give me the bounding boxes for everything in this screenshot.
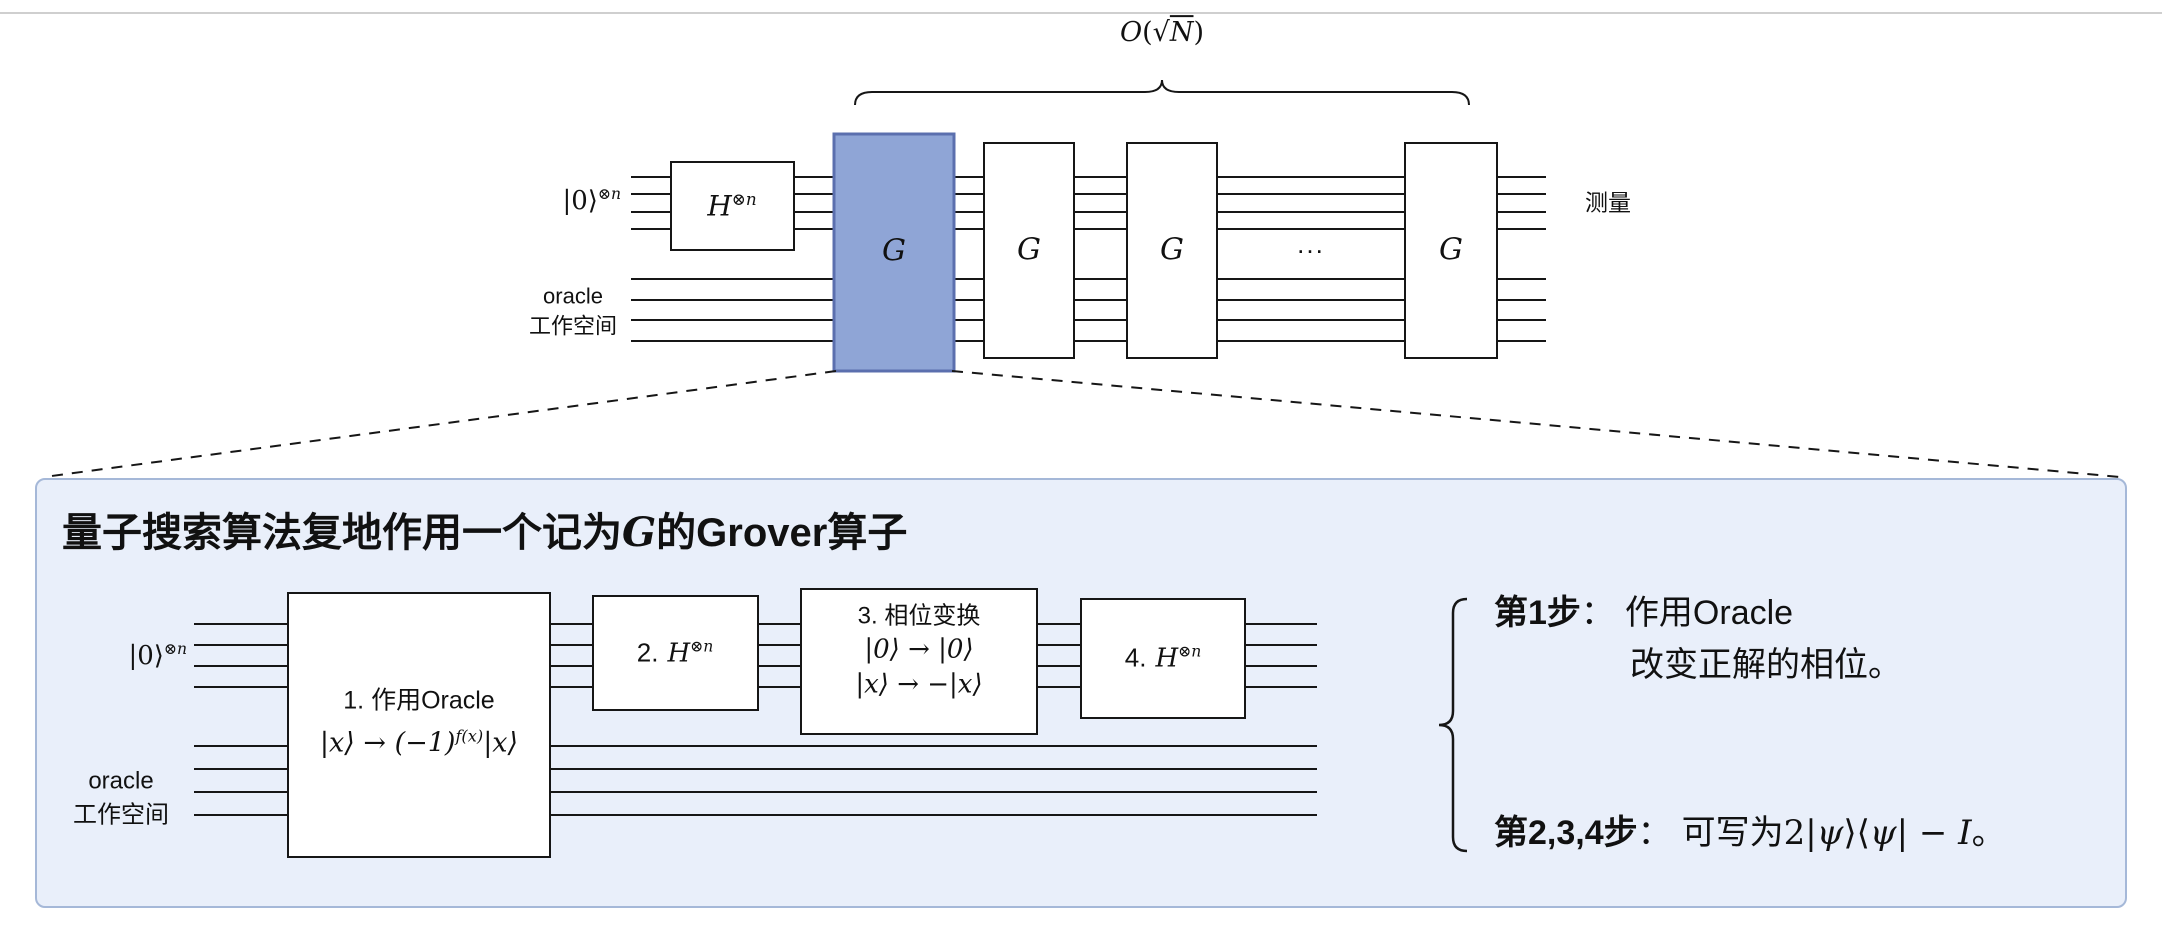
hadamard-exponent: ⊗n	[1178, 642, 1202, 661]
oracle-gate-title: 1. 作用Oracle	[343, 686, 495, 715]
phase-flip-gate-label: 3. 相位变换 |0⟩ → |0⟩ |x⟩ → −|x⟩	[855, 602, 982, 701]
step234-text: 可写为	[1681, 813, 1784, 852]
oracle-gate-formula: |x⟩ → (−1)f(x)|x⟩	[320, 727, 518, 761]
zoom-dashed-line-left	[43, 370, 837, 478]
grover-highlighted-label: G	[882, 233, 906, 269]
top-circuit-upper-wires	[631, 176, 1546, 230]
hadamard-step2-label: 2. H⊗n	[637, 636, 713, 670]
psi-symbol: ψ	[1869, 812, 1897, 853]
complexity-o: O	[1119, 17, 1143, 49]
oracle-gate-label: 1. 作用Oracle |x⟩ → (−1)f(x)|x⟩	[320, 685, 518, 760]
inner-input-state-label: |0⟩⊗n	[128, 640, 187, 673]
step234-math-b: ⟩⟨	[1843, 812, 1870, 853]
step1-annotation-line2: 改变正解的相位。	[1630, 645, 1902, 684]
panel-title-part2: 的Grover算子	[656, 511, 908, 555]
ket-exponent: ⊗n	[597, 185, 621, 204]
identity-symbol: I	[1958, 812, 1972, 853]
gate-number: 2.	[636, 637, 659, 668]
inner-oracle-workspace-label: oracle 工作空间	[73, 764, 169, 831]
complexity-open-paren: (	[1142, 17, 1153, 49]
step234-annotation: 第2,3,4步：可写为2|ψ⟩⟨ψ| − I。	[1494, 812, 2006, 855]
complexity-label: O(√N)	[1120, 16, 1204, 50]
hadamard-exponent: ⊗n	[690, 637, 714, 656]
step234-math-a: 2|	[1783, 812, 1817, 853]
complexity-overbrace	[854, 79, 1470, 106]
oracle-label-line1: oracle	[543, 283, 603, 309]
top-circuit-oracle-wires	[631, 278, 1546, 342]
step234-label: 第2,3,4步	[1494, 813, 1638, 852]
hadamard-symbol: H	[1155, 643, 1179, 674]
top-input-state-label: |0⟩⊗n	[562, 185, 621, 218]
grover-3-label: G	[1160, 232, 1184, 268]
phase-gate-formula-2: |x⟩ → −|x⟩	[855, 669, 983, 699]
ellipsis-label: ...	[1297, 228, 1325, 259]
step234-colon: ：	[1637, 813, 1672, 852]
ket-zero: |0⟩	[562, 185, 598, 216]
hadamard-step4-label: 4. H⊗n	[1125, 641, 1201, 675]
panel-title-g: G	[622, 509, 657, 556]
panel-title-part1: 量子搜索算法复地作用一个记为	[62, 511, 622, 555]
grover-2-label: G	[1017, 232, 1041, 268]
step234-period: 。	[1971, 813, 2006, 852]
hadamard-exponent: ⊗n	[731, 189, 757, 210]
oracle-label-line2: 工作空间	[73, 801, 169, 828]
complexity-close-paren: )	[1193, 17, 1205, 49]
step1-label: 第1步	[1494, 593, 1581, 632]
step1-annotation: 第1步：作用Oracle	[1494, 592, 1793, 635]
top-oracle-workspace-label: oracle 工作空间	[529, 281, 617, 340]
ket-exponent: ⊗n	[163, 640, 187, 659]
formula-pre: |x⟩ → (−1)	[319, 727, 456, 759]
grover-4-label: G	[1439, 232, 1463, 268]
psi-symbol: ψ	[1816, 812, 1844, 853]
step234-math-c: | −	[1896, 812, 1959, 853]
formula-exponent: f(x)	[455, 726, 484, 746]
hadamard-symbol: H	[707, 189, 732, 223]
complexity-n: N	[1169, 17, 1194, 49]
formula-post: |x⟩	[483, 727, 519, 759]
ket-zero: |0⟩	[128, 640, 164, 671]
hadamard-gate-label: H⊗n	[707, 189, 756, 224]
hadamard-symbol: H	[667, 638, 691, 669]
step1-colon: ：	[1580, 593, 1615, 632]
oracle-label-line2: 工作空间	[528, 313, 618, 338]
top-divider-line	[0, 12, 2162, 14]
gate-number: 4.	[1124, 642, 1147, 673]
phase-gate-formula-1: |0⟩ → |0⟩	[864, 634, 974, 665]
measure-label: 测量	[1585, 189, 1631, 216]
panel-title: 量子搜索算法复地作用一个记为G的Grover算子	[62, 500, 907, 558]
step1-text: 作用Oracle	[1624, 593, 1794, 632]
phase-gate-title: 3. 相位变换	[857, 602, 981, 630]
sqrt-symbol: √	[1152, 17, 1170, 49]
zoom-dashed-line-right	[951, 370, 2121, 478]
oracle-label-line1: oracle	[88, 767, 154, 795]
